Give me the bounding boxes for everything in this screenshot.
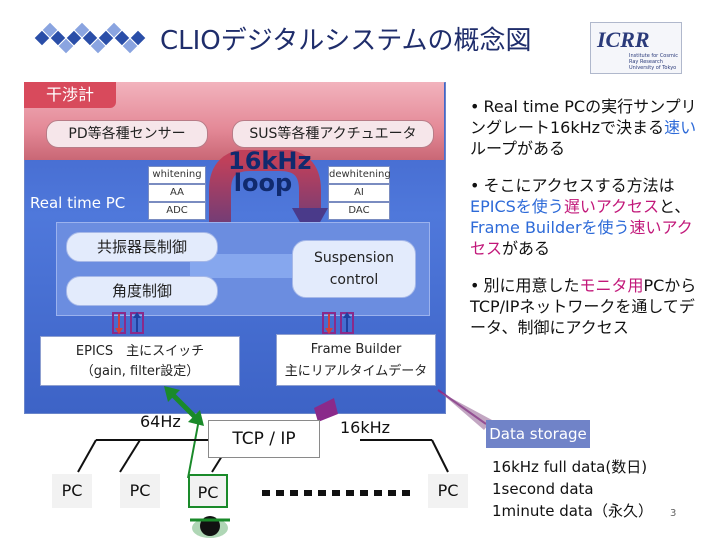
interferometer-label: 干渉計: [24, 82, 116, 108]
epics-label-line1: EPICS 主にスイッチ: [75, 344, 205, 359]
aa-box: AA: [148, 184, 206, 202]
epics-box: EPICS 主にスイッチ （gain, filter設定）: [40, 336, 240, 386]
suspension-control-label: Suspension control: [292, 240, 416, 298]
whitening-box: whitening: [148, 166, 206, 184]
logo-text: ICRR: [597, 27, 650, 52]
pc-node-1: PC: [52, 474, 92, 508]
header-diamond-pattern: [33, 22, 147, 54]
loop-label: 16kHz loop: [228, 147, 312, 197]
dewhitening-box: dewhitening: [328, 166, 391, 184]
page-number: 3: [670, 508, 677, 519]
pc-node-4: PC: [428, 474, 468, 508]
page-title: CLIOデジタルシステムの概念図: [160, 26, 532, 56]
storage-line-1: 16kHz full data(数日): [492, 458, 648, 476]
storage-line-3: 1minute data（永久）: [492, 502, 654, 520]
rate-64hz-label: 64Hz: [140, 412, 181, 431]
icrr-logo: ICRR Institute for Cosmic Ray Research U…: [590, 22, 682, 74]
rate-16khz-label: 16kHz: [340, 418, 391, 437]
pc-node-2: PC: [120, 474, 160, 508]
pc-node-3: PC: [188, 474, 228, 508]
network-links: [77, 386, 492, 538]
dac-box: DAC: [328, 202, 390, 220]
frame-builder-label-line1: Frame Builder: [310, 342, 402, 357]
bullet-1: •Real time PCの実行サンプリングレート16kHzで決まる速いループが…: [470, 97, 697, 158]
bullet-3: •別に用意したモニタ用PCからTCP/IPネットワークを通してデータ、制御にアク…: [470, 276, 697, 337]
tcpip-label: TCP / IP: [208, 420, 320, 458]
sensor-label: PD等各種センサー: [46, 120, 208, 148]
loop-label-line1: 16kHz: [228, 147, 312, 175]
angle-control-label: 角度制御: [66, 276, 218, 306]
epics-label-line2: （gain, filter設定）: [80, 364, 200, 379]
bullet-list: •Real time PCの実行サンプリングレート16kHzで決まる速いループが…: [470, 96, 700, 354]
storage-details: 16kHz full data(数日) 1second data 1minute…: [492, 456, 653, 522]
actuator-label: SUS等各種アクチュエータ: [232, 120, 434, 148]
logo-subtext: Institute for Cosmic Ray Research Univer…: [629, 53, 678, 71]
frame-builder-connector: [322, 312, 354, 334]
adc-box: ADC: [148, 202, 206, 220]
bullet-2: •そこにアクセスする方法はEPICSを使う遅いアクセスと、Frame Build…: [470, 176, 693, 258]
data-storage-box: Data storage: [486, 420, 590, 448]
loop-label-line2: loop: [233, 169, 293, 197]
realtime-pc-label: Real time PC: [30, 194, 126, 212]
resonator-control-label: 共振器長制御: [66, 232, 218, 262]
epics-connector: [112, 312, 144, 334]
storage-line-2: 1second data: [492, 480, 594, 498]
frame-builder-box: Frame Builder 主にリアルタイムデータ: [276, 334, 436, 386]
ai-box: AI: [328, 184, 390, 202]
frame-builder-label-line2: 主にリアルタイムデータ: [284, 364, 428, 379]
